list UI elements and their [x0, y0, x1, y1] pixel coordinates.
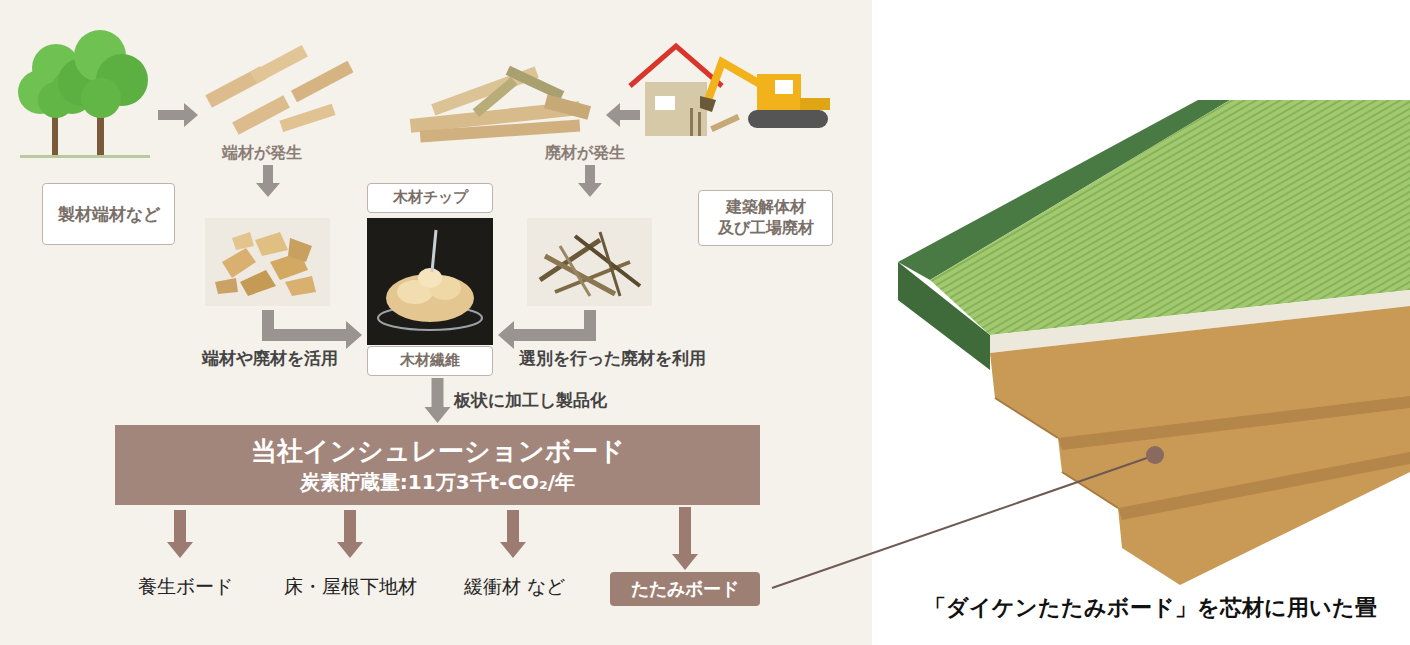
waste-lumber [410, 66, 591, 143]
waste-lumber [473, 77, 518, 117]
house-demolition-icon [757, 74, 801, 110]
chip-photo [215, 278, 238, 294]
waste-photo [545, 256, 615, 294]
arrow-head [425, 407, 451, 423]
band-subtitle: 炭素貯蔵量:11万3千t-CO₂/年 [300, 469, 575, 495]
house-demolition-icon [645, 82, 707, 136]
chip-photo [232, 232, 254, 250]
chip-photo [285, 276, 316, 296]
flow-arrow [158, 103, 198, 127]
waste-photo [527, 218, 652, 306]
chip-photo [288, 238, 312, 262]
house-demolition-icon [655, 96, 675, 110]
photo-label-box: 木材繊維 [367, 346, 493, 376]
leader-line [772, 458, 1147, 588]
tatami-illustration [898, 100, 1410, 585]
flow-note: 端材が発生 [222, 143, 302, 164]
chip-photo [205, 218, 330, 306]
flow-note: 選別を行った廃材を利用 [519, 347, 706, 369]
lumber-offcuts [291, 61, 354, 103]
house-demolition-icon [708, 62, 760, 100]
leader-line [1146, 446, 1164, 464]
flow-arrow [606, 103, 640, 127]
flow-arrow [158, 103, 640, 349]
band-title: 当社インシュレーションボード [251, 435, 625, 469]
product-name: 緩衝材 など [464, 574, 565, 599]
product-name: 養生ボード [138, 574, 233, 599]
fiber-photo [418, 268, 442, 288]
house-demolition-icon [748, 110, 828, 128]
source-box: 建築解体材 及び工場廃材 [698, 190, 833, 246]
flow-connector [672, 507, 698, 570]
panel-background [0, 0, 872, 645]
arrow-head [672, 554, 698, 570]
flow-note: 端材や廃材を活用 [202, 347, 338, 369]
product-arrow [500, 510, 526, 558]
box-text: 建築解体材 及び工場廃材 [707, 197, 824, 239]
product-arrow [337, 510, 363, 558]
waste-lumber [420, 119, 580, 142]
source-box: 製材端材など [42, 183, 175, 245]
tatami-illustration [995, 398, 1058, 438]
connector-line [679, 507, 691, 554]
connector-line [432, 378, 444, 407]
fiber-photo [367, 218, 493, 345]
flow-arrow [256, 165, 280, 197]
fiber-photo [432, 230, 436, 272]
flow-arrow [498, 310, 596, 349]
waste-lumber [544, 95, 591, 120]
lumber-offcuts [232, 95, 290, 135]
house-demolition-icon [630, 46, 722, 86]
product-arrow [167, 510, 193, 558]
product-band: 当社インシュレーションボード炭素貯蔵量:11万3千t-CO₂/年 [115, 425, 760, 505]
fiber-photo [367, 218, 493, 345]
connector-label: 板状に加工し製品化 [454, 389, 607, 411]
house-demolition-icon [630, 46, 830, 136]
lumber-offcuts [251, 45, 308, 84]
waste-photo [527, 218, 652, 306]
waste-photo [560, 246, 590, 296]
figure-caption: 「ダイケンたたみボード」を芯材に用いた畳 [924, 594, 1377, 623]
chip-photo [240, 270, 276, 296]
flow-arrow [262, 310, 362, 349]
product-name: 床・屋根下地材 [284, 574, 417, 599]
house-demolition-icon [700, 96, 716, 112]
box-text: 木材チップ [393, 188, 468, 208]
tree-icon [18, 30, 150, 158]
chip-photo [205, 218, 330, 306]
house-demolition-icon [775, 80, 793, 94]
tree-icon [20, 155, 150, 158]
box-text: 製材端材など [58, 203, 160, 225]
leader-line [772, 446, 1164, 588]
tree-icon [81, 78, 121, 118]
house-demolition-icon [800, 98, 830, 110]
lumber-offcuts [205, 45, 353, 135]
flow-connector [425, 378, 451, 423]
flow-note: 廃材が発生 [545, 143, 625, 164]
box-text: 木材繊維 [400, 351, 460, 371]
tatami-illustration [990, 306, 1410, 585]
product-arrow [167, 510, 526, 558]
house-demolition-icon [690, 108, 693, 136]
tag-text: たたみボード [631, 577, 739, 600]
tatami-illustration [1058, 396, 1410, 450]
lumber-offcuts [279, 104, 335, 132]
chip-photo [222, 248, 256, 278]
tatami-illustration [1118, 452, 1410, 520]
flow-arrow [578, 165, 602, 197]
house-demolition-icon [698, 112, 701, 136]
photo-label-box: 木材チップ [367, 183, 493, 213]
product-tag: たたみボード [610, 572, 760, 606]
chip-photo [255, 232, 288, 256]
waste-photo [600, 232, 620, 296]
house-demolition-icon [710, 114, 740, 132]
